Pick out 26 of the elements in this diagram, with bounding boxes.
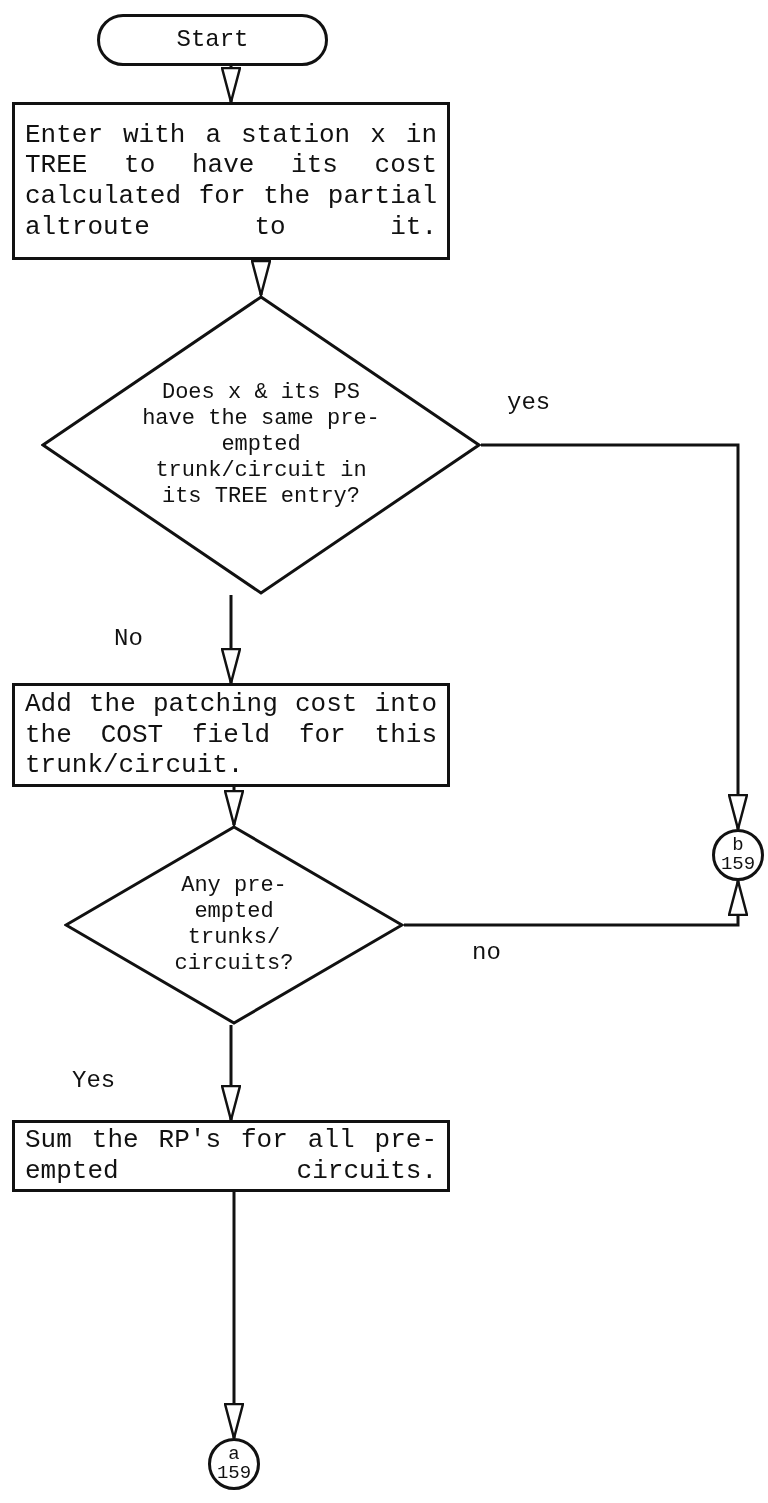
arrow [250,259,272,297]
arrow [220,595,242,685]
arrow [481,443,749,831]
arrow [404,879,749,927]
arrow [220,66,242,104]
arrow [223,787,245,827]
process-box [12,102,450,260]
connector-text: b [732,836,744,855]
connector-circle [712,829,764,881]
process-text: Enter with a station x in TREE to have its cost calculated for the partial altroute to it. [25,119,437,243]
arrow [220,1025,242,1122]
terminal-text: Start [176,25,249,55]
connector-text: a [228,1445,240,1464]
decision-text: Any pre-empted trunks/ circuits? [173,873,295,977]
process-text: Add the patching cost into the COST field for this trunk/circuit. [25,689,437,781]
arrow [223,1192,245,1440]
connector-text: 159 [720,855,756,874]
process-box [12,683,450,787]
process-box [12,1120,450,1192]
decision-diamond [41,295,481,595]
decision-diamond [64,825,404,1025]
process-text: Sum the RP's for all pre-empted circuits. [25,1125,437,1187]
terminal-box [97,14,328,66]
connector-text: 159 [216,1464,252,1483]
connector-circle [208,1438,260,1490]
decision-text: Does x & its PS have the same pre-empted trunk/circuit in its TREE entry? [141,380,381,510]
